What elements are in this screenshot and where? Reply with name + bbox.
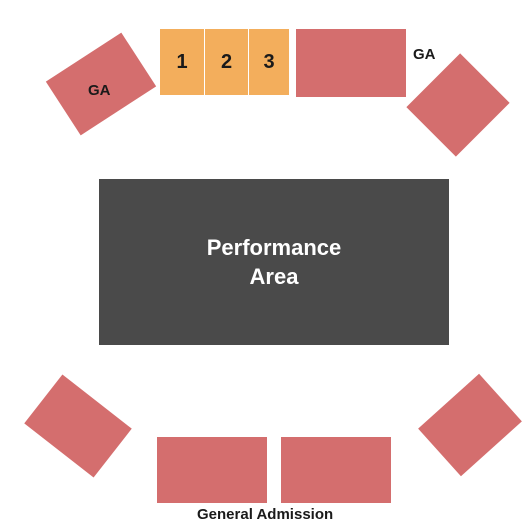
ga-section-top-right[interactable] — [406, 53, 510, 157]
performance-area: Performance Area — [99, 179, 449, 345]
ga-label-left: GA — [88, 82, 111, 99]
section-2-label: 2 — [220, 50, 233, 73]
section-3[interactable]: 3 — [249, 29, 289, 95]
ga-section-bottom-center-right[interactable] — [281, 437, 391, 503]
ga-label-right: GA — [413, 46, 436, 63]
section-3-label: 3 — [263, 50, 275, 73]
section-2[interactable]: 2 — [205, 29, 248, 95]
ga-section-bottom-right[interactable] — [418, 373, 522, 477]
ga-section-top-center[interactable] — [296, 29, 406, 97]
ga-section-bottom-left[interactable] — [24, 374, 132, 478]
stage-label-line1: Performance — [206, 235, 342, 260]
stage-label-line2: Area — [249, 264, 299, 289]
general-admission-label: General Admission — [197, 506, 334, 523]
section-1-label: 1 — [176, 50, 188, 73]
section-1[interactable]: 1 — [160, 29, 204, 95]
ga-section-bottom-center-left[interactable] — [157, 437, 267, 503]
